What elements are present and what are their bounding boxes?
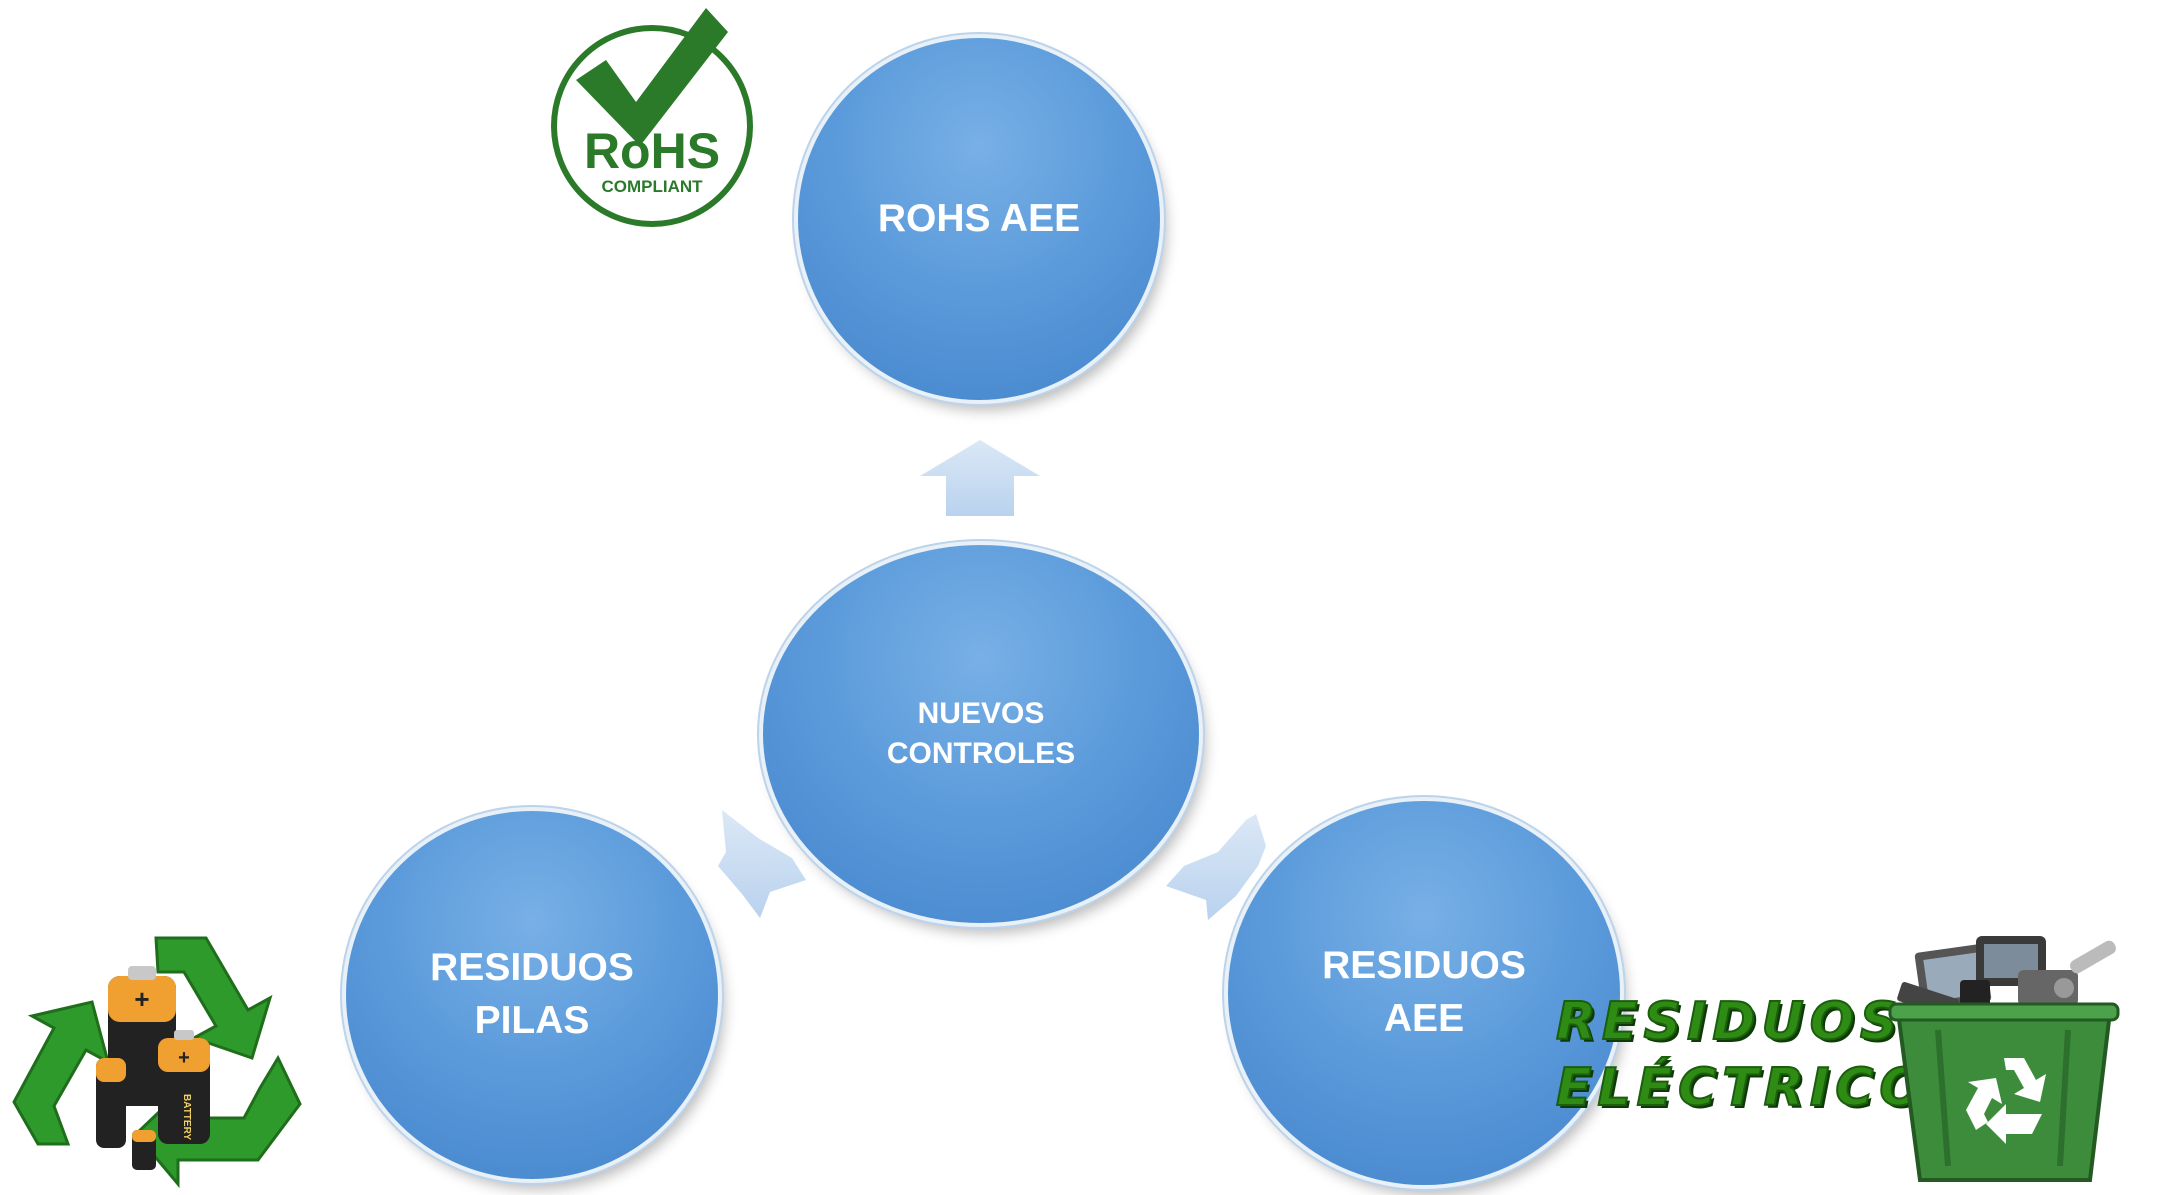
battery-label-text: BATTERY [181, 1094, 192, 1140]
svg-text:+: + [178, 1047, 190, 1069]
battery-recycle-logo: + + BATTERY [8, 930, 304, 1190]
arrow-up-icon [920, 440, 1040, 516]
node-nuevos-controles-line1: NUEVOS [917, 696, 1045, 730]
node-nuevos-controles-line2: CONTROLES [886, 737, 1076, 770]
node-nuevos-controles: NUEVOS CONTROLES [763, 545, 1199, 923]
arrow-down-left-icon [718, 810, 806, 918]
node-residuos-pilas-line2: PILAS [474, 999, 590, 1042]
recycle-bin-icon [1888, 1002, 2120, 1182]
electricos-word: ELÉCTRICOS [1555, 1057, 1974, 1119]
node-residuos-aee: RESIDUOS AEE [1228, 801, 1620, 1185]
electronics-recycle-bin-picture [1868, 930, 2168, 1185]
node-rohs-aee-label: ROHS AEE [877, 196, 1081, 240]
arrow-down-right-icon [1166, 814, 1266, 920]
node-rohs-aee: ROHS AEE [798, 38, 1160, 400]
residuos-word: RESIDUOS [1555, 991, 1904, 1053]
rohs-brand-text: RoHS [584, 123, 720, 179]
battery-icon: + + BATTERY [96, 966, 210, 1170]
rohs-compliant-text: COMPLIANT [601, 177, 703, 196]
node-residuos-aee-line1: RESIDUOS [1322, 944, 1526, 988]
recycle-symbol-icon [1966, 1058, 2046, 1144]
node-residuos-pilas: RESIDUOS PILAS [346, 811, 718, 1179]
svg-text:+: + [134, 984, 149, 1014]
node-residuos-aee-line2: AEE [1383, 997, 1465, 1040]
node-residuos-pilas-line1: RESIDUOS [430, 946, 634, 990]
checkmark-icon [576, 8, 728, 146]
rohs-compliant-logo: RoHS COMPLIANT [544, 2, 764, 228]
recycle-icon [12, 936, 302, 1189]
